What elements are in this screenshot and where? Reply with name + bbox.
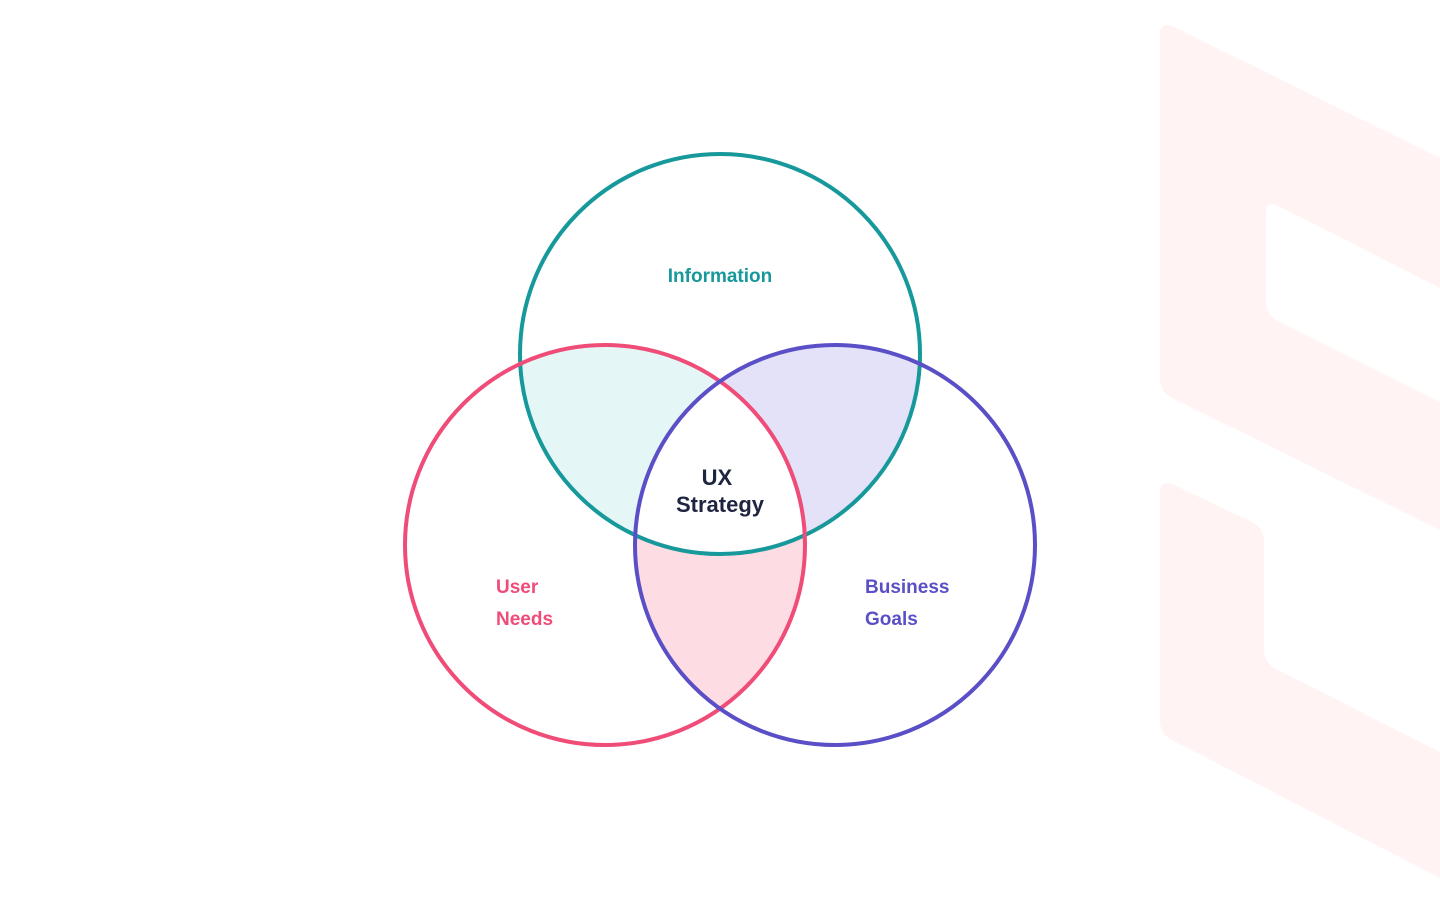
watermark-shape-bottom — [1160, 483, 1440, 878]
information-label: Information — [668, 266, 773, 287]
user-needs-label: User Needs — [496, 577, 553, 630]
business-goals-label: Business Goals — [865, 577, 955, 630]
center-label: UX Strategy — [676, 465, 765, 517]
user-needs-circle — [403, 343, 807, 747]
information-circle — [518, 152, 922, 556]
business-goals-label-line-2: Goals — [865, 609, 918, 630]
business-goals-label-line-1: Business — [865, 577, 949, 598]
user-needs-label-line-1: User — [496, 577, 539, 598]
business-goals-circle — [633, 343, 1037, 747]
watermark-shape-top — [1160, 25, 1440, 530]
user-needs-label-line-2: Needs — [496, 609, 553, 630]
background-logo-watermark — [1160, 25, 1440, 878]
center-label-line-2: Strategy — [676, 492, 765, 517]
information-label-line: Information — [668, 266, 773, 287]
overlap-all-three — [635, 345, 805, 554]
center-label-line-1: UX — [702, 465, 733, 490]
